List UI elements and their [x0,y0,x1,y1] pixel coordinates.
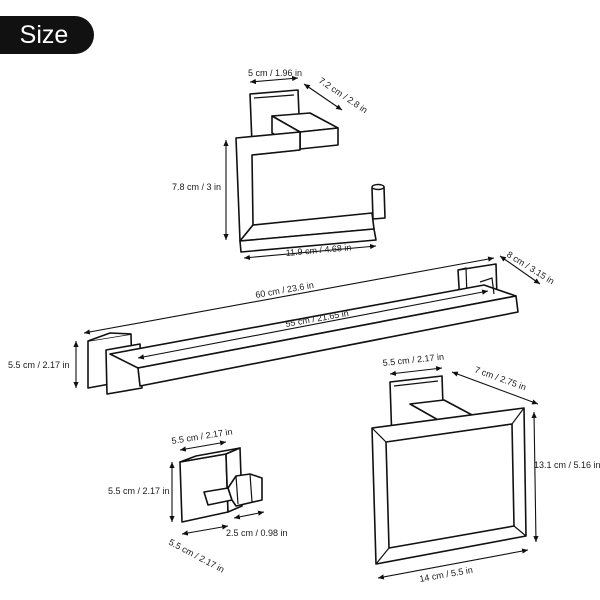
toilet-paper-holder-drawing: 5 cm / 1.96 in 7.2 cm / 2.8 in 7.8 cm / … [172,68,386,261]
bar-base-height-label: 5.5 cm / 2.17 in [8,360,70,370]
ring-base-width-label: 5.5 cm / 2.17 in [382,352,444,368]
size-badge: Size [0,16,94,54]
tph-width-label: 5 cm / 1.96 in [248,68,302,78]
hook-width-label: 5.5 cm / 2.17 in [171,426,233,446]
hook-height-label: 5.5 cm / 2.17 in [108,486,170,496]
towel-bar-drawing: 60 cm / 23.6 in 55 cm / 21.65 in 8 cm / … [8,249,556,395]
ring-depth-label: 7 cm / 2.75 in [473,364,527,392]
tph-depth-label: 7.2 cm / 2.8 in [317,75,369,115]
ring-width-label: 14 cm / 5.5 in [419,565,474,584]
bar-overall-label: 60 cm / 23.6 in [255,280,315,300]
robe-hook-drawing: 5.5 cm / 2.17 in 5.5 cm / 2.17 in 5.5 cm… [108,426,288,574]
hook-projection-label: 2.5 cm / 0.98 in [226,528,288,538]
hook-depth-label: 5.5 cm / 2.17 in [167,537,226,575]
size-title: Size [19,21,69,49]
towel-ring-drawing: 5.5 cm / 2.17 in 7 cm / 2.75 in 13.1 cm … [371,352,600,584]
bar-depth-label: 8 cm / 3.15 in [505,249,556,286]
tph-height-label: 7.8 cm / 3 in [172,182,221,192]
ring-height-label: 13.1 cm / 5.16 in [534,460,600,470]
